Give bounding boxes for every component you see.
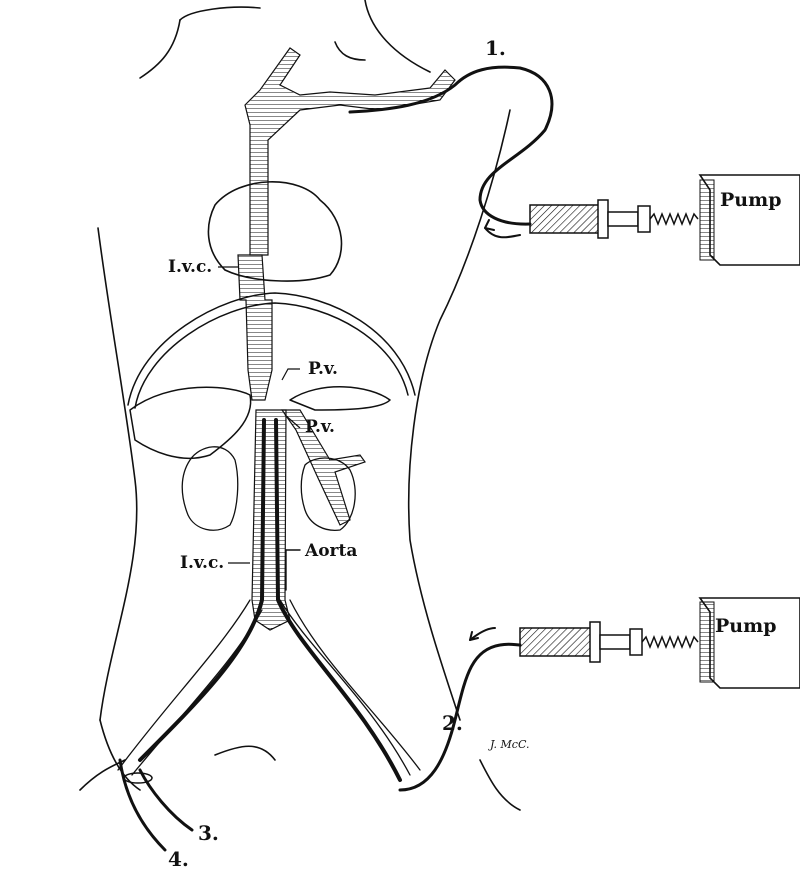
jugular-vein [245, 48, 455, 255]
pv-upper-pointer [282, 369, 300, 380]
label-catheter-1: 1. [485, 36, 506, 60]
catheter-1 [350, 67, 552, 237]
body-outline [80, 0, 520, 810]
label-pv-lower: P.v. [305, 417, 335, 437]
heart [208, 182, 341, 281]
signature: J. McC. [488, 738, 530, 751]
label-ivc-upper: I.v.c. [168, 257, 212, 277]
label-pv-upper: P.v. [308, 359, 338, 379]
label-catheter-2: 2. [442, 711, 463, 735]
aorta-pointer [286, 550, 300, 590]
label-ivc-lower: I.v.c. [180, 553, 224, 573]
label-aorta: Aorta [304, 541, 357, 561]
catheter-3 [140, 770, 192, 830]
label-catheter-4: 4. [168, 847, 189, 871]
syringe-2 [520, 622, 698, 662]
syringe-1 [530, 200, 698, 238]
label-pump-top: Pump [720, 189, 782, 211]
label-catheter-3: 3. [198, 821, 219, 845]
pump-box-2 [700, 598, 800, 688]
label-pump-bottom: Pump [715, 615, 777, 637]
ligature [124, 773, 152, 783]
catheter-2 [400, 628, 520, 790]
